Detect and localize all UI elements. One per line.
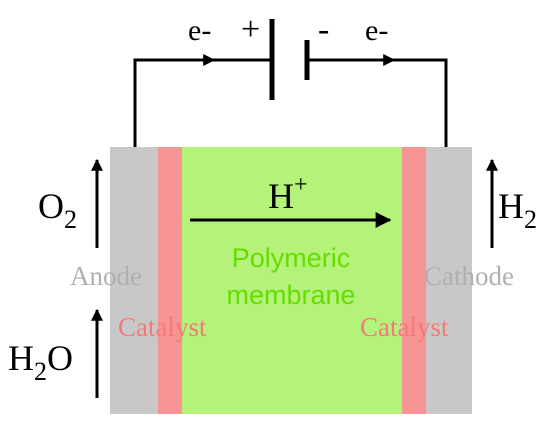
cathode-electrode <box>426 147 472 414</box>
anode-electrode <box>110 147 158 414</box>
catalyst-layer-left <box>158 147 182 414</box>
catalyst-label-left: Catalyst <box>118 312 207 342</box>
catalyst-label-right: Catalyst <box>360 312 449 342</box>
membrane-label-line1: Polymeric <box>232 243 351 273</box>
catalyst-layer-right <box>402 147 426 414</box>
anode-label: Anode <box>70 261 142 291</box>
proton-label: H+ <box>268 172 308 216</box>
polymeric-membrane <box>182 147 402 414</box>
minus-sign: - <box>318 11 329 48</box>
water-label: H2O <box>8 338 73 386</box>
electron-label-right: e- <box>365 14 388 47</box>
cathode-label: Cathode <box>424 261 514 291</box>
oxygen-label: O2 <box>38 186 77 234</box>
wire-left <box>133 58 272 147</box>
hydrogen-label: H2 <box>498 186 537 234</box>
wire-right <box>307 58 448 147</box>
electron-label-left: e- <box>188 14 211 47</box>
plus-sign: + <box>241 11 260 48</box>
membrane-label-line2: membrane <box>226 280 355 310</box>
battery-icon <box>269 19 310 100</box>
